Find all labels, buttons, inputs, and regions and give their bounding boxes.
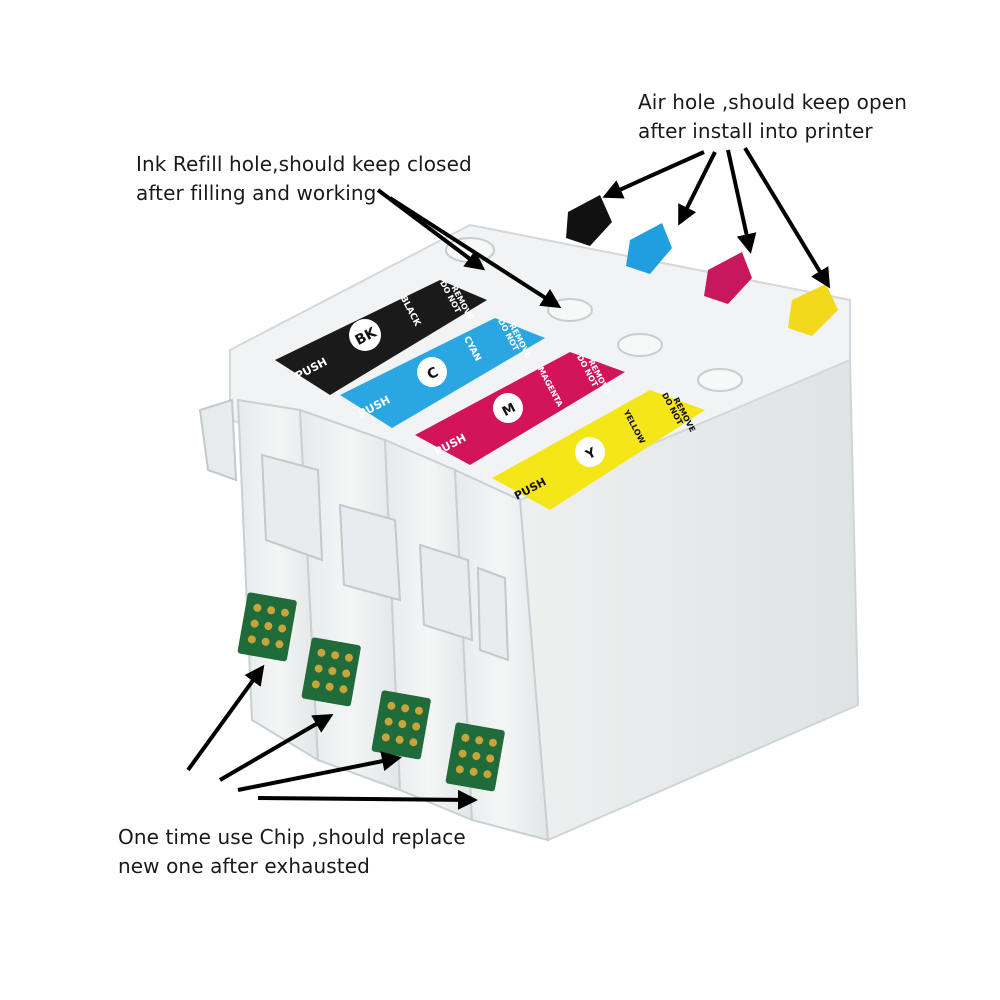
air-arrow-cyan <box>678 151 717 226</box>
refill-hole-callout-line2: after filling and working <box>136 181 377 205</box>
chip-1 <box>237 592 297 662</box>
air-hole-callout-line1: Air hole ,should keep open <box>638 90 907 114</box>
refill-hole-callout-line1: Ink Refill hole,should keep closed <box>136 152 472 176</box>
label-black-badge <box>349 319 381 351</box>
air-arrow-yellow <box>743 146 831 289</box>
chip-arrow-3 <box>237 751 402 792</box>
chip-callout: One time use Chip ,should replace new on… <box>118 823 466 881</box>
refill-arrow-2 <box>388 196 562 309</box>
refill-hole-callout: Ink Refill hole,should keep closed after… <box>136 150 472 208</box>
chips <box>237 592 505 792</box>
chip-arrow-2 <box>218 713 334 782</box>
label-cyan-badge <box>417 357 447 387</box>
label-black: BK PUSH BLACK DO NOT REMOVE <box>275 279 487 395</box>
chip-callout-line2: new one after exhausted <box>118 854 370 878</box>
chip-arrow-4 <box>257 789 478 810</box>
air-arrow-magenta <box>726 149 757 254</box>
air-plug-yellow <box>788 284 838 336</box>
chip-3 <box>371 690 431 760</box>
arrows <box>186 146 831 810</box>
chip-2 <box>301 637 361 707</box>
air-hole-callout-line2: after install into printer <box>638 119 873 143</box>
label-yellow-badge <box>575 437 605 467</box>
chip-arrow-1 <box>186 664 265 772</box>
air-plug-cyan <box>626 223 672 274</box>
svg-text:M: M <box>500 401 518 420</box>
air-plug-magenta <box>704 252 752 304</box>
air-hole-callout: Air hole ,should keep open after install… <box>638 88 907 146</box>
label-magenta-badge <box>493 393 523 423</box>
air-hole-plugs <box>566 195 838 336</box>
cartridge-fronts <box>198 398 550 842</box>
chip-callout-line1: One time use Chip ,should replace <box>118 825 466 849</box>
air-arrow-black <box>602 150 705 199</box>
chip-4 <box>445 722 505 792</box>
air-plug-black <box>566 195 612 246</box>
